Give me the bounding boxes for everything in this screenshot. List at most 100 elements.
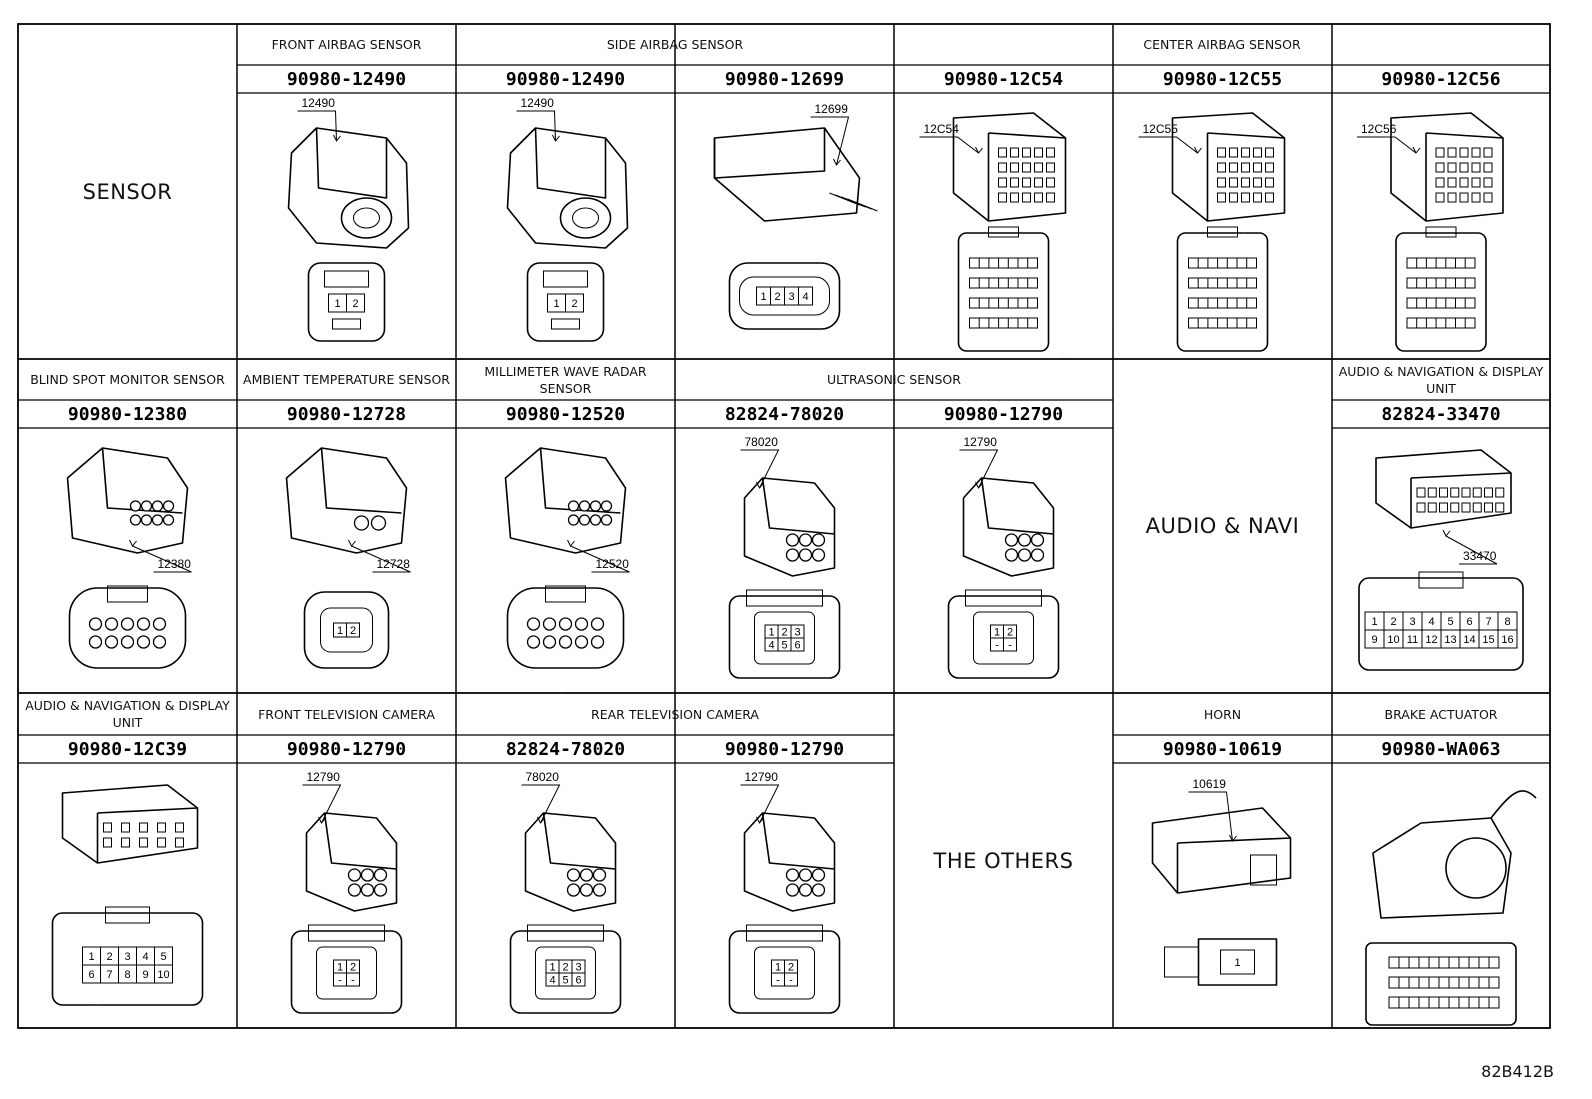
pin-number: 2: [781, 627, 787, 639]
pin-number: 6: [1466, 616, 1472, 628]
connector-center-airbag-1: 12C54: [919, 112, 1067, 352]
part-number-ambient-temp: 90980-12728: [286, 404, 407, 425]
connector-code: 12790: [307, 770, 341, 784]
section-others: THE OTHERS: [933, 848, 1074, 873]
pin-number: -: [776, 975, 780, 987]
part-number-rear-tv-2: 90980-12790: [724, 739, 845, 760]
pin-number: 4: [549, 975, 555, 987]
pin-number: 9: [1371, 634, 1377, 646]
pin-number: 1: [334, 298, 340, 310]
pin-number: 2: [571, 298, 577, 310]
pin-number: 1: [768, 627, 774, 639]
connector-code: 12790: [964, 435, 998, 449]
section-audio-navi: AUDIO & NAVI: [1145, 514, 1300, 538]
pin-number: 3: [575, 962, 581, 974]
part-number-ultrasonic-2: 90980-12790: [943, 404, 1064, 425]
pin-number: 6: [794, 640, 800, 652]
connector-mmwave: 12520: [504, 447, 630, 669]
pin-number: 5: [1447, 616, 1453, 628]
pin-number: 8: [1504, 616, 1510, 628]
pin-number: 2: [106, 951, 112, 963]
pin-number: 5: [160, 951, 166, 963]
pin-number: 1: [1234, 957, 1240, 969]
part-number-audio-display-1: 82824-33470: [1381, 404, 1501, 425]
pin-number: 14: [1463, 634, 1475, 646]
pin-number: 11: [1407, 634, 1418, 646]
pin-number: 1: [549, 962, 555, 974]
pin-number: 1: [337, 625, 343, 637]
pin-number: -: [338, 975, 342, 987]
pin-number: 1: [994, 627, 1000, 639]
part-number-blind-spot: 90980-12380: [67, 404, 188, 425]
part-number-ultrasonic-1: 82824-78020: [724, 404, 845, 425]
part-number-horn: 90980-10619: [1162, 739, 1283, 760]
pin-number: 6: [575, 975, 581, 987]
group-label-center-airbag-1: CENTER AIRBAG SENSOR: [1143, 37, 1301, 52]
connector-code: 10619: [1193, 777, 1227, 791]
pin-number: 2: [774, 291, 780, 303]
pin-number: 3: [1409, 616, 1415, 628]
pin-number: 4: [802, 291, 808, 303]
pin-number: 4: [1428, 616, 1434, 628]
pin-number: 2: [350, 962, 356, 974]
group-label-blind-spot: BLIND SPOT MONITOR SENSOR: [30, 372, 225, 387]
group-label-mmwave: MILLIMETER WAVE RADAR SENSOR: [484, 363, 647, 396]
pin-number: 12: [1425, 634, 1437, 646]
connector-brake-actuator: [1365, 790, 1537, 1026]
table-frame: [17, 23, 1551, 1029]
part-number-audio-display-2: 90980-12C39: [67, 739, 188, 760]
pin-number: 2: [1007, 627, 1013, 639]
pin-number: -: [351, 975, 355, 987]
pin-number: 1: [553, 298, 559, 310]
connector-code: 12C55: [1143, 122, 1179, 136]
group-label-audio-display-2: AUDIO & NAVIGATION & DISPLAY UNIT: [25, 698, 230, 730]
pin-number: 3: [794, 627, 800, 639]
pin-number: 4: [142, 951, 148, 963]
watermark: [89, 59, 1501, 1011]
pin-number: 13: [1444, 634, 1456, 646]
group-label-brake-actuator: BRAKE ACTUATOR: [1384, 706, 1498, 722]
connector-code: 12490: [302, 96, 336, 110]
pin-number: 10: [1387, 634, 1399, 646]
pin-number: 2: [1390, 616, 1396, 628]
connector-center-airbag-2: 12C55: [1138, 112, 1286, 352]
section-sensor: SENSOR: [82, 179, 173, 204]
pin-number: 9: [142, 969, 148, 981]
connector-code: 12790: [745, 770, 779, 784]
pin-number: 2: [350, 625, 356, 637]
part-number-center-airbag-1: 90980-12C54: [943, 69, 1064, 90]
pin-number: 16: [1501, 634, 1513, 646]
pin-number: 2: [352, 298, 358, 310]
pin-number: 3: [788, 291, 794, 303]
pin-number: -: [789, 975, 793, 987]
pin-number: 3: [124, 951, 130, 963]
pin-number: 5: [781, 640, 787, 652]
connector-blind-spot: 12380: [66, 447, 192, 669]
connector-code: 12C56: [1361, 122, 1397, 136]
part-number-center-airbag-3: 90980-12C56: [1381, 69, 1501, 90]
group-label-side-airbag-1: SIDE AIRBAG SENSOR: [606, 37, 744, 52]
group-label-audio-display-1: AUDIO & NAVIGATION & DISPLAY UNIT: [1338, 363, 1544, 396]
part-number-side-airbag-2: 90980-12699: [724, 69, 845, 90]
pin-number: 7: [1485, 616, 1491, 628]
pin-number: 15: [1482, 634, 1494, 646]
part-number-center-airbag-2: 90980-12C55: [1162, 69, 1283, 90]
group-label-front-airbag: FRONT AIRBAG SENSOR: [271, 37, 422, 52]
figure-code: 82B412B: [1481, 1062, 1554, 1081]
pin-number: 2: [562, 962, 568, 974]
pin-number: 10: [157, 969, 169, 981]
pin-number: -: [1008, 640, 1012, 652]
pin-number: 4: [768, 640, 774, 652]
pin-number: 7: [106, 969, 112, 981]
